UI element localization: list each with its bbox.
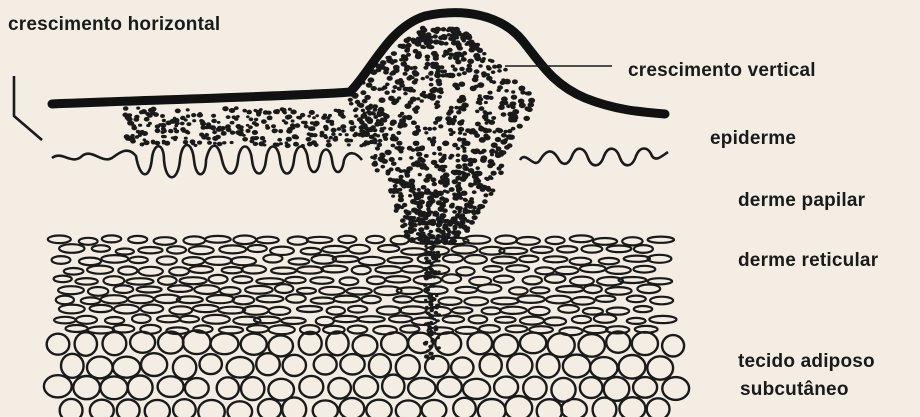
dermoepidermal-junction-right (520, 149, 668, 166)
label-subcutaneous-fat-line2: subcutâneo (740, 379, 849, 400)
label-subcutaneous-fat-line1: tecido adiposo (738, 351, 875, 372)
label-vertical-growth: crescimento vertical (628, 60, 816, 82)
label-epidermis: epiderme (710, 128, 796, 150)
subcutaneous-fat-cells (44, 330, 689, 417)
label-horizontal-growth: crescimento horizontal (8, 14, 220, 36)
reticular-dermis-fibers (48, 235, 677, 335)
label-subcutaneous-fat: tecido adiposo subcutâneo (738, 348, 875, 404)
label-papillary-dermis: derme papilar (738, 190, 865, 212)
label-reticular-dermis: derme reticular (738, 250, 878, 272)
epidermis-bracket (14, 76, 42, 140)
dermoepidermal-junction-left (52, 145, 362, 177)
